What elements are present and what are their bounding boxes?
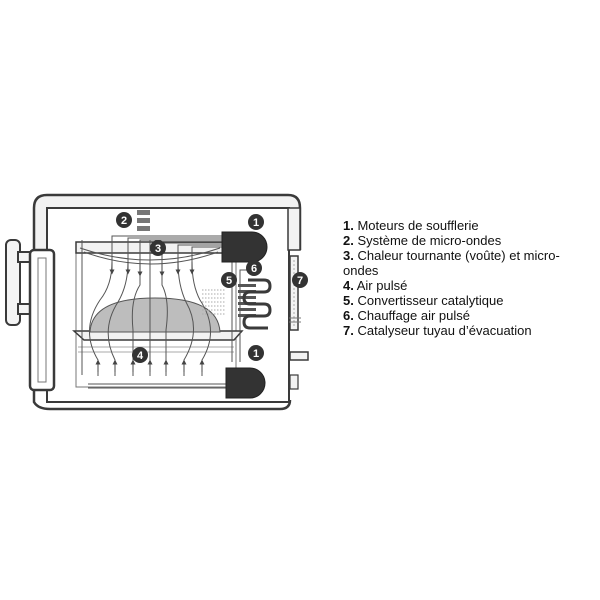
catalytic-converter-grille: [202, 289, 226, 315]
svg-text:7: 7: [297, 275, 303, 287]
svg-text:4: 4: [137, 350, 144, 362]
legend-item-2: 2. Système de micro-ondes: [343, 233, 502, 248]
air-flow-arrows: [95, 262, 205, 372]
svg-text:5: 5: [226, 275, 232, 287]
callout-4: 4: [132, 347, 148, 363]
food-dome: [89, 297, 221, 333]
callout-1-top: 1: [248, 214, 264, 230]
callout-6: 6: [246, 260, 262, 276]
callout-3: 3: [150, 240, 166, 256]
legend-item-6: 6. Chauffage air pulsé: [343, 308, 470, 323]
callout-7: 7: [292, 272, 308, 288]
callout-5: 5: [221, 272, 237, 288]
callout-2: 2: [116, 212, 132, 228]
callout-1-bottom: 1: [248, 345, 264, 361]
svg-text:1: 1: [253, 217, 259, 229]
microwave-system-slots: [137, 210, 150, 231]
blower-motor-bottom: [225, 367, 266, 399]
legend-list: 1. Moteurs de soufflerie 2. Système de m…: [343, 218, 593, 338]
heating-coil: [242, 278, 272, 330]
door-handle: [5, 239, 33, 326]
svg-text:6: 6: [251, 263, 257, 275]
svg-text:1: 1: [253, 348, 259, 360]
legend-item-7: 7. Catalyseur tuyau d’évacuation: [343, 323, 532, 338]
blower-motor-top: [221, 231, 268, 263]
legend-item-3: 3. Chaleur tournante (voûte) et micro-on…: [343, 248, 560, 278]
svg-text:3: 3: [155, 243, 161, 255]
legend-item-4: 4. Air pulsé: [343, 278, 408, 293]
legend-item-1: 1. Moteurs de soufflerie: [343, 218, 479, 233]
oven-door: [28, 248, 56, 392]
exhaust-catalyst: [289, 255, 309, 361]
svg-text:2: 2: [121, 215, 127, 227]
legend-item-5: 5. Convertisseur catalytique: [343, 293, 504, 308]
